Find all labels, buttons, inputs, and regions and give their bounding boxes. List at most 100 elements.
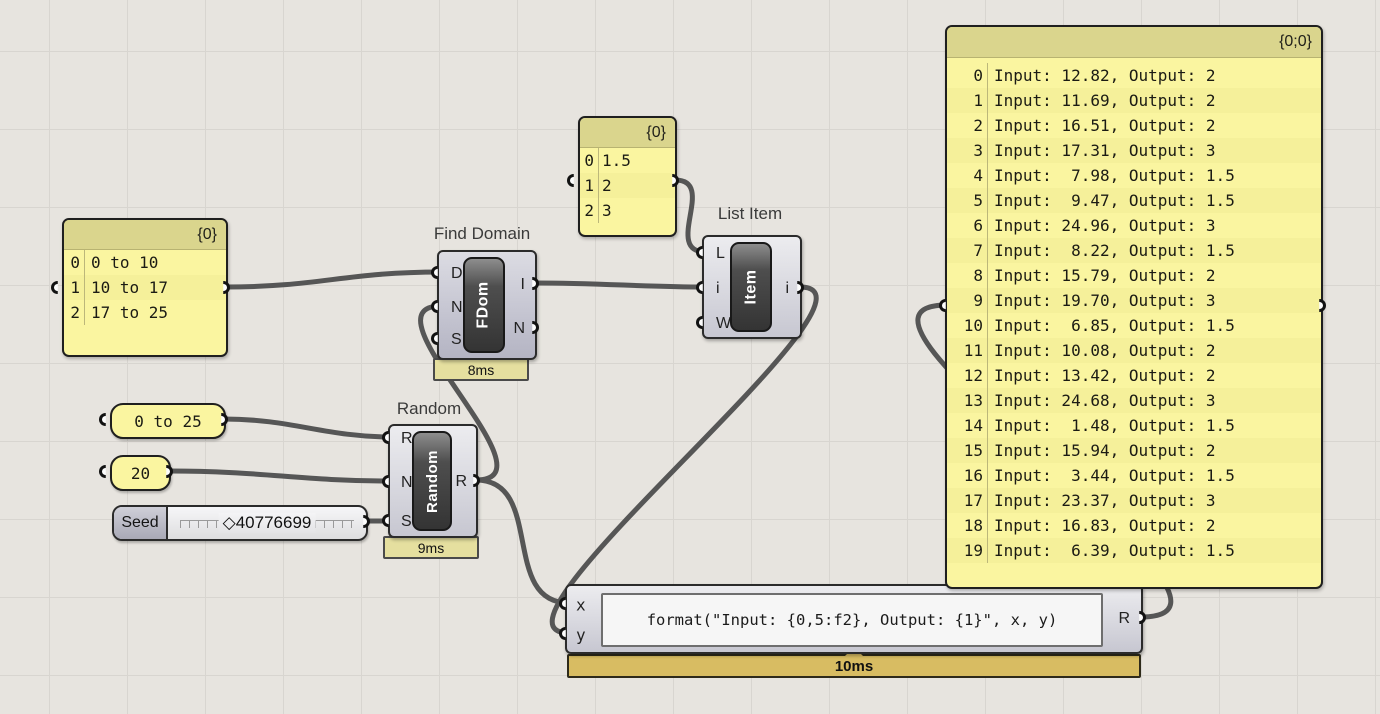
range-capsule[interactable]: 0 to 25 (110, 403, 226, 439)
count-output-nub[interactable] (166, 465, 173, 478)
count-input-nub[interactable] (99, 465, 106, 478)
values-panel-input-nub[interactable] (567, 174, 574, 187)
random-input-n-nub[interactable] (382, 475, 389, 488)
fdom-output-i-nub[interactable] (532, 277, 539, 290)
output-panel-input-nub[interactable] (939, 299, 946, 312)
port-label-y: y (576, 625, 586, 645)
panel-path-badge: {0;0} (1279, 33, 1312, 50)
list-item-capsule[interactable]: Item (730, 242, 772, 332)
port-label-i-out: i (785, 280, 789, 297)
values-panel-output-nub[interactable] (672, 174, 679, 187)
port-label-i-out: I (520, 276, 525, 293)
random-label: Random (396, 399, 462, 418)
wire-fdom-to-item-i[interactable] (532, 280, 709, 290)
panel-row: 1 2 (580, 173, 675, 198)
port-label-n-out: N (513, 320, 525, 337)
row-index: 1 (64, 275, 85, 300)
row-text: 2 (602, 176, 612, 195)
port-label-l: L (716, 245, 725, 262)
domains-panel-output-nub[interactable] (223, 281, 230, 294)
row-text: 3 (602, 201, 612, 220)
list-item-component[interactable]: L i W Item i (702, 235, 802, 339)
seed-output-nub[interactable] (363, 515, 370, 528)
wire-values-to-item-l[interactable] (672, 177, 709, 255)
expr-input-x-nub[interactable] (559, 597, 566, 610)
panel-row: 0 1.5 (580, 148, 675, 173)
port-label-s: S (401, 513, 412, 530)
domains-panel[interactable]: {0} 0 0 to 10 1 10 to 17 2 17 to 25 (62, 218, 228, 357)
panel-row: 2 17 to 25 (64, 300, 226, 325)
panel-path-badge: {0} (197, 225, 217, 243)
output-panel-output-nub[interactable] (1319, 299, 1326, 312)
item-output-i-nub[interactable] (797, 281, 804, 294)
panel-header: {0;0} (947, 27, 1321, 58)
fdom-input-n-nub[interactable] (431, 300, 438, 313)
expr-output-r-nub[interactable] (1139, 611, 1146, 624)
find-domain-capsule[interactable]: FDom (463, 257, 505, 353)
list-item-label: List Item (717, 204, 783, 223)
item-input-i-nub[interactable] (696, 281, 703, 294)
random-capsule[interactable]: Random (412, 431, 452, 531)
port-label-w: W (716, 315, 732, 332)
values-panel[interactable]: {0} 0 1.5 1 2 2 3 (578, 116, 677, 237)
port-label-s: S (451, 331, 462, 348)
random-input-s-nub[interactable] (382, 514, 389, 527)
seed-slider-track[interactable]: ◇40776699 (168, 507, 366, 539)
item-input-w-nub[interactable] (696, 316, 703, 329)
wire-count-to-random-n[interactable] (166, 468, 395, 484)
fdom-input-d-nub[interactable] (431, 266, 438, 279)
expression-code-box[interactable]: format("Input: {0,5:f2}, Output: {1}", x… (601, 593, 1103, 647)
random-output-r-nub[interactable] (473, 474, 480, 487)
fdom-output-n-nub[interactable] (532, 321, 539, 334)
range-output-nub[interactable] (221, 413, 228, 426)
random-runtime-tab: 9ms (383, 529, 479, 559)
row-text: 0 to 10 (91, 253, 159, 272)
wire-item-to-expr-y[interactable] (549, 284, 819, 636)
find-domain-component[interactable]: D N S FDom I N (437, 250, 537, 360)
port-label-x: x (576, 595, 586, 615)
random-input-r-nub[interactable] (382, 431, 389, 444)
port-label-r-out: R (1118, 610, 1130, 627)
random-component[interactable]: R N S Random R (388, 424, 478, 538)
expression-component[interactable]: x y format("Input: {0,5:f2}, Output: {1}… (565, 584, 1143, 654)
wire-panel-to-fdom-d[interactable] (223, 269, 444, 290)
seed-slider-name: Seed (114, 507, 168, 539)
domains-panel-input-nub[interactable] (51, 281, 58, 294)
expr-input-y-nub[interactable] (559, 627, 566, 640)
slider-diamond-handle[interactable]: ◇ (222, 513, 236, 532)
row-index: 1 (580, 173, 599, 198)
panel-path-badge: {0} (646, 123, 666, 141)
wire-range-to-random-r[interactable] (221, 416, 395, 440)
port-label-i: i (716, 280, 720, 297)
seed-slider[interactable]: Seed ◇40776699 (112, 505, 368, 541)
count-capsule[interactable]: 20 (110, 455, 171, 491)
expression-runtime-bar: 10ms (567, 647, 1141, 678)
fdom-input-s-nub[interactable] (431, 332, 438, 345)
wire-random-to-fdom-n[interactable] (418, 303, 500, 483)
row-text: 17 to 25 (91, 303, 169, 322)
item-input-l-nub[interactable] (696, 246, 703, 259)
row-index: 2 (64, 300, 85, 325)
range-input-nub[interactable] (99, 413, 106, 426)
wire-random-to-expr-x[interactable] (473, 477, 572, 606)
port-label-r-out: R (455, 473, 467, 490)
slider-value-group: ◇40776699 (218, 513, 316, 533)
expression-code: format("Input: {0,5:f2}, Output: {1}", x… (646, 611, 1058, 629)
